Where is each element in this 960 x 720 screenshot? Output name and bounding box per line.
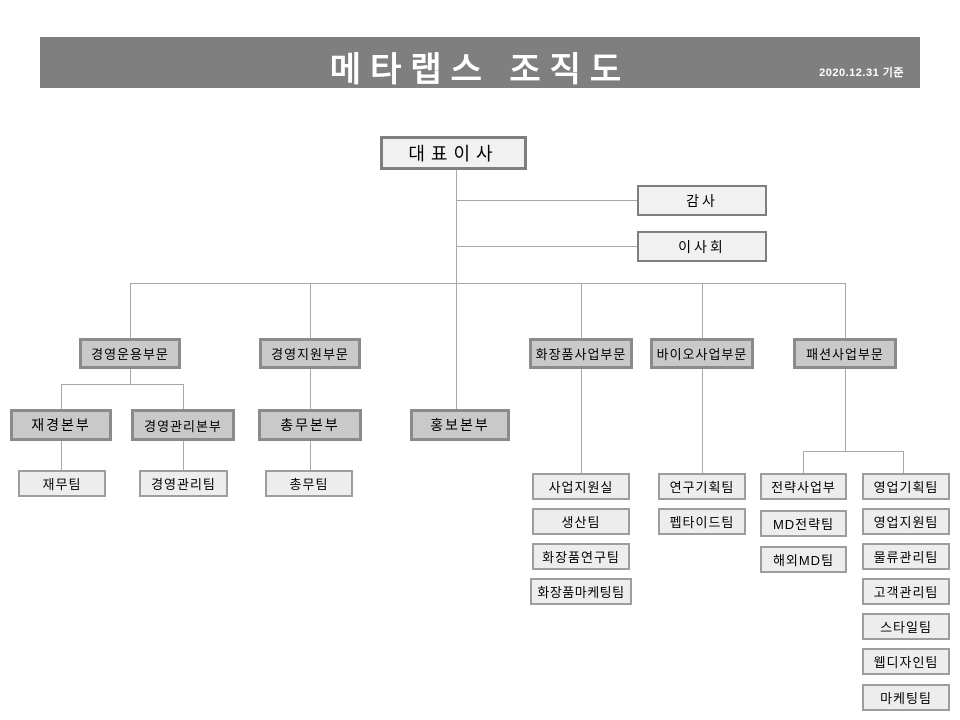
node-team-production: 생산팀: [532, 508, 630, 535]
connector-line: [702, 369, 703, 473]
connector-line: [803, 451, 903, 452]
connector-line: [903, 451, 904, 473]
connector-line: [456, 200, 637, 201]
node-team-marketing: 마케팅팀: [862, 684, 950, 711]
node-team-sales-planning: 영업기획팀: [862, 473, 950, 500]
node-team-general-affairs: 총무팀: [265, 470, 353, 497]
node-ceo: 대표이사: [380, 136, 527, 170]
connector-line: [130, 283, 845, 284]
connector-line: [183, 384, 184, 409]
node-team-finance: 재무팀: [18, 470, 106, 497]
node-team-customer-management: 고객관리팀: [862, 578, 950, 605]
connector-line: [130, 369, 131, 384]
node-hq-management: 경영관리본부: [131, 409, 235, 441]
node-hq-finance: 재경본부: [10, 409, 112, 441]
node-hq-pr: 홍보본부: [410, 409, 510, 441]
node-team-style: 스타일팀: [862, 613, 950, 640]
connector-line: [702, 283, 703, 338]
connector-line: [803, 451, 804, 473]
node-team-research-planning: 연구기획팀: [658, 473, 746, 500]
node-team-cosmetics-marketing: 화장품마케팅팀: [530, 578, 632, 605]
connector-line: [310, 283, 311, 338]
connector-line: [581, 283, 582, 338]
connector-line: [845, 369, 846, 451]
node-team-web-design: 웹디자인팀: [862, 648, 950, 675]
connector-line: [61, 384, 183, 385]
connector-line: [130, 283, 131, 338]
node-team-overseas-md: 해외MD팀: [760, 546, 847, 573]
connector-line: [310, 441, 311, 470]
node-team-peptide: 펩타이드팀: [658, 508, 746, 535]
date-note: 2020.12.31 기준: [819, 67, 904, 79]
node-team-management: 경영관리팀: [139, 470, 228, 497]
node-division-bio: 바이오사업부문: [650, 338, 754, 369]
connector-line: [456, 246, 637, 247]
page-title: 메타랩스 조직도: [329, 51, 631, 89]
connector-line: [183, 441, 184, 470]
node-team-strategic-business: 전략사업부: [760, 473, 847, 500]
node-division-fashion: 패션사업부문: [793, 338, 897, 369]
node-team-md-strategy: MD전략팀: [760, 510, 847, 537]
node-team-business-support: 사업지원실: [532, 473, 630, 500]
node-hq-general-affairs: 총무본부: [258, 409, 362, 441]
connector-line: [310, 369, 311, 409]
connector-line: [61, 441, 62, 470]
node-division-management-operations: 경영운용부문: [79, 338, 181, 369]
node-team-logistics: 물류관리팀: [862, 543, 950, 570]
connector-line: [456, 170, 457, 409]
node-board: 이사회: [637, 231, 767, 262]
header-bar: 메타랩스 조직도 2020.12.31 기준: [40, 37, 920, 89]
node-team-sales-support: 영업지원팀: [862, 508, 950, 535]
connector-line: [581, 369, 582, 473]
node-division-management-support: 경영지원부문: [259, 338, 361, 369]
connector-line: [61, 384, 62, 409]
connector-line: [845, 283, 846, 338]
node-division-cosmetics: 화장품사업부문: [529, 338, 633, 369]
node-auditor: 감사: [637, 185, 767, 216]
node-team-cosmetics-research: 화장품연구팀: [532, 543, 630, 570]
